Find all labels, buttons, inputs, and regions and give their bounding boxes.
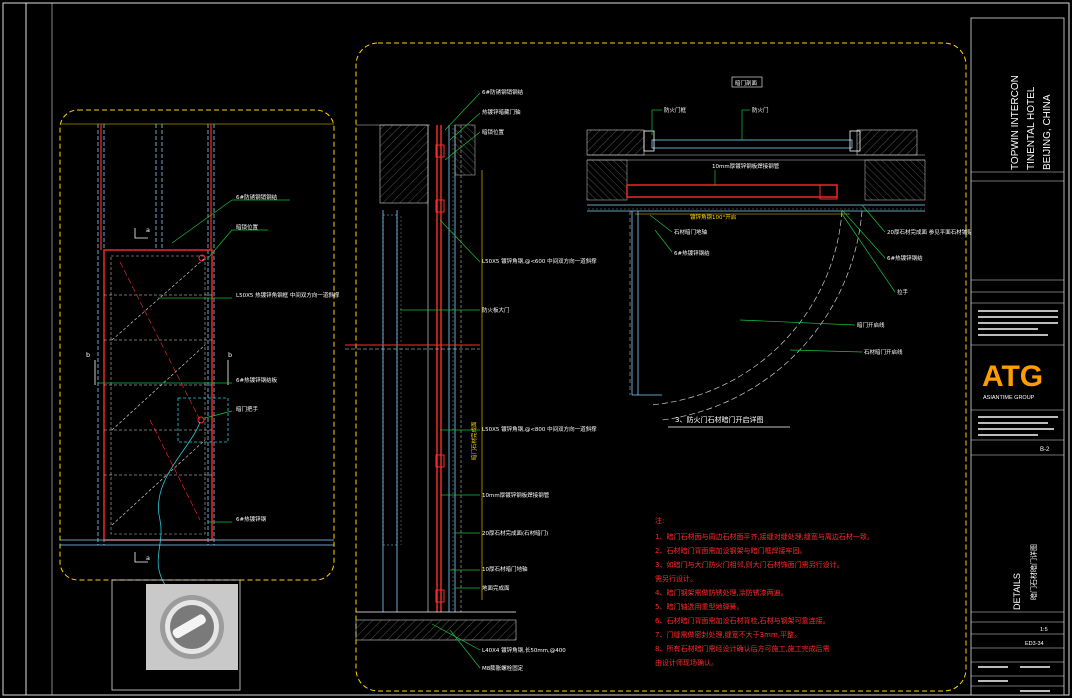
section-label-6: L50X5 镀锌角钢,@<800 中间双方向一道斜撑: [482, 425, 597, 433]
section-vertical-text: 暗门石材完成面: [470, 421, 478, 460]
note-line-1: 1、暗门石材面与周边石材面平齐,接缝对缝处理,缝宽与周边石材一致。: [655, 532, 874, 541]
section-mark-a: a: [146, 554, 150, 562]
section-mark-b-left: b: [86, 351, 90, 359]
plan-label-5: 6#热镀锌钢结: [674, 249, 710, 257]
company-name: ASIANTIME GROUP: [983, 395, 1035, 401]
plan-label-3: 10mm厚镀锌钢板焊接钢管: [712, 162, 780, 170]
section-mark-b-right: b: [228, 351, 232, 359]
plan-dim-text: 镀锌角钢100°开启: [690, 213, 736, 221]
section-label-7: 10mm厚镀锌钢板焊接钢管: [482, 491, 550, 499]
left-label-2: 暗锁位置: [236, 223, 259, 231]
plan-label-7: 6#热镀锌钢结: [887, 254, 923, 262]
project-code: TOPWIN INTERCON: [1010, 75, 1021, 170]
hotel-location: BEIJING, CHINA: [1042, 94, 1053, 170]
plan-label-10: 石材暗门开启线: [864, 348, 903, 356]
section-label-5: 防火板大门: [482, 306, 510, 314]
plan-label-6: 20厚石材完成面 参见平面石材铺贴: [887, 228, 973, 236]
drawing-scale: 1:5: [1040, 627, 1048, 633]
drawing-type: DETAILS: [1012, 573, 1022, 610]
left-label-6: 6#热镀锌钢: [236, 515, 267, 523]
note-line-7: 6、石材暗门背面需加设石材背栓,石材与钢架可靠连接。: [655, 616, 830, 625]
svg-text:a: a: [146, 226, 150, 234]
sheet-mark: B-2: [1040, 447, 1050, 453]
section-label-3: 暗锁位置: [482, 128, 505, 136]
section-label-2: 热镀锌暗藏门轴: [482, 108, 521, 116]
section-label-4: L50X5 镀锌角钢,@<600 中间双方向一道斜撑: [482, 257, 597, 265]
construction-notes: 注: 1、暗门石材面与周边石材面平齐,接缝对缝处理,缝宽与周边石材一致。 2、石…: [655, 516, 874, 667]
drawing-number: ED3-34: [1025, 641, 1044, 647]
section-label-1: 6#防锈钢销钢结: [482, 88, 524, 96]
section-label-8: 20厚石材完成面(石材暗门): [482, 529, 548, 537]
door-section-view: 暗门石材完成面 6#防锈钢销钢结 热镀锌暗藏门轴 暗锁位置 L50X5 镀锌角钢…: [345, 42, 967, 692]
plan-label-2: 防火门: [752, 106, 769, 114]
note-line-9: 8、所有石材暗门需经设计确认后方可施工,施工完成后需: [655, 644, 830, 653]
section-label-10: 地面完成面: [482, 584, 510, 592]
plan-label-1: 防火门框: [664, 106, 687, 114]
door-plan-view: 暗门剖面 镀锌角钢100°开启: [586, 76, 973, 428]
note-line-4: 需另行设计。: [655, 574, 697, 583]
left-label-5: 暗门把手: [236, 405, 259, 413]
title-block: TOPWIN INTERCON TINENTAL HOTEL BEIJING, …: [970, 17, 1065, 696]
note-line-8: 7、门缝需做密封处理,缝宽不大于3mm,平整。: [655, 630, 801, 639]
section-label-11: L40X4 镀锌角钢,长50mm,@400: [482, 646, 566, 654]
note-line-3: 3、如暗门与大门防火门相邻,则大门石材饰面门需另行设计。: [655, 560, 844, 569]
note-line-6: 5、暗门轴选用重型地弹簧。: [655, 602, 743, 611]
note-line-2: 2、石材暗门背面需加设钢架与暗门框焊接牢固。: [655, 546, 806, 555]
plan-caption: 3、防火门石材暗门开启详图: [675, 415, 763, 424]
notes-heading: 注:: [655, 516, 664, 525]
company-logo: ATG: [982, 360, 1043, 393]
note-line-5: 4、暗门钢架需做防锈处理,涂防锈漆两遍。: [655, 588, 788, 597]
plan-label-8: 拉手: [897, 288, 909, 296]
plan-label-4: 石材暗门地轴: [674, 228, 708, 236]
drawing-name: 暗门石材暗门详图: [1029, 544, 1038, 600]
section-label-12: M8膨胀螺栓固定: [482, 664, 524, 672]
plan-label-9: 暗门开启线: [857, 321, 885, 329]
left-label-3: L50X5 热镀锌角钢框 中间双方向一道斜撑: [236, 291, 340, 299]
section-label-9: 10厚石材暗门地轴: [482, 565, 528, 573]
left-elevation-view: b b a a 6#防锈钢销钢结 暗锁位置 L50X5 热镀锌角钢框 中间双方向…: [59, 109, 340, 691]
left-label-1: 6#防锈钢销钢结: [236, 193, 278, 201]
plan-tag: 暗门剖面: [735, 79, 758, 87]
hotel-name: TINENTAL HOTEL: [1026, 86, 1037, 170]
note-line-10: 由设计师现场确认。: [655, 658, 718, 667]
left-label-4: 6#热镀锌钢结板: [236, 376, 278, 384]
